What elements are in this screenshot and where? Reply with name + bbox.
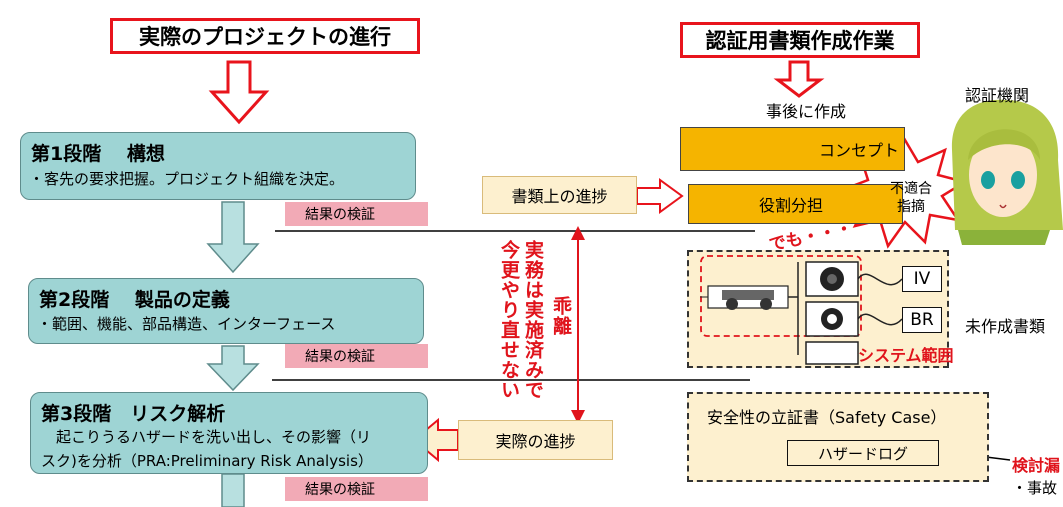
left-header: 実際のプロジェクトの進行 — [110, 18, 420, 54]
system-scope-outline — [700, 255, 862, 337]
uncreated-docs-label: 未作成書類 — [965, 317, 1046, 336]
actual-progress-label: 実際の進捗 — [458, 420, 613, 460]
stage-2-verify: 結果の検証 — [285, 344, 428, 368]
bogie-icon — [700, 285, 789, 310]
stage-2-title: 第2段階 製品の定義 — [39, 289, 230, 311]
hazard-log-box: ハザードログ — [787, 440, 939, 466]
certification-officer-avatar — [951, 99, 1063, 245]
stage-1-verify: 結果の検証 — [285, 202, 428, 226]
br-box: BR — [902, 307, 942, 333]
role-assignment-box: 役割分担 — [688, 184, 903, 224]
stage-3-verify: 結果の検証 — [285, 477, 428, 501]
iv-box: IV — [902, 266, 942, 292]
safety-case-box: 安全性の立証書（Safety Case） ハザードログ — [687, 392, 989, 482]
accident-prefix: ・事故 — [1012, 479, 1058, 497]
safety-case-title: 安全性の立証書（Safety Case） — [707, 408, 947, 427]
stage-3-box: 第3段階 リスク解析 起こりうるハザードを洗い出し、その影響（リ スク)を分析（… — [30, 392, 428, 474]
stage-1-desc: ・客先の要求把握。プロジェクト組織を決定。 — [29, 170, 345, 188]
concept-box: コンセプト — [680, 127, 905, 171]
stage-2-box: 第2段階 製品の定義 ・範囲、機能、部品構造、インターフェース — [28, 278, 424, 344]
nonconformity-line-1: 不適合 — [890, 181, 932, 197]
stage-3-desc-line-1: 起こりうるハザードを洗い出し、その影響（リ — [41, 428, 372, 446]
empty-box — [805, 341, 859, 365]
certification-body-label: 認証機関 — [965, 86, 1030, 105]
stage-1-title: 第1段階 構想 — [31, 143, 165, 165]
stage-3-title: 第3段階 リスク解析 — [41, 403, 226, 425]
red-down-arrow-left — [208, 60, 270, 125]
red-down-arrow-right — [773, 60, 825, 98]
deviation-label: 乖離 — [550, 296, 572, 336]
cannot-redo-line-2: 今更やり直せない — [498, 240, 520, 400]
teal-arrow-2 — [206, 345, 260, 392]
role-assignment-label: 役割分担 — [759, 196, 824, 215]
stage-1-box: 第1段階 構想 ・客先の要求把握。プロジェクト組織を決定。 — [20, 132, 416, 200]
nonconformity-line-2: 指摘 — [897, 199, 925, 215]
docs-progress-arrow — [636, 178, 684, 214]
cannot-redo-line-1: 実務は実施済みで — [522, 240, 544, 400]
docs-progress-label: 書類上の進捗 — [482, 176, 637, 214]
teal-arrow-1 — [206, 201, 260, 274]
after-the-fact-label: 事後に作成 — [766, 102, 847, 121]
stage-2-desc: ・範囲、機能、部品構造、インターフェース — [37, 315, 336, 333]
teal-arrow-3 — [221, 473, 245, 507]
stage-3-desc-line-2: スク)を分析（PRA:Preliminary Risk Analysis） — [41, 452, 373, 470]
concept-label: コンセプト — [819, 141, 900, 160]
omission-label: 検討漏 — [1012, 456, 1061, 475]
right-header: 認証用書類作成作業 — [680, 22, 920, 58]
nonconformity-text: 不適合 指摘 — [880, 180, 942, 216]
system-scope-label: システム範囲 — [858, 346, 954, 365]
